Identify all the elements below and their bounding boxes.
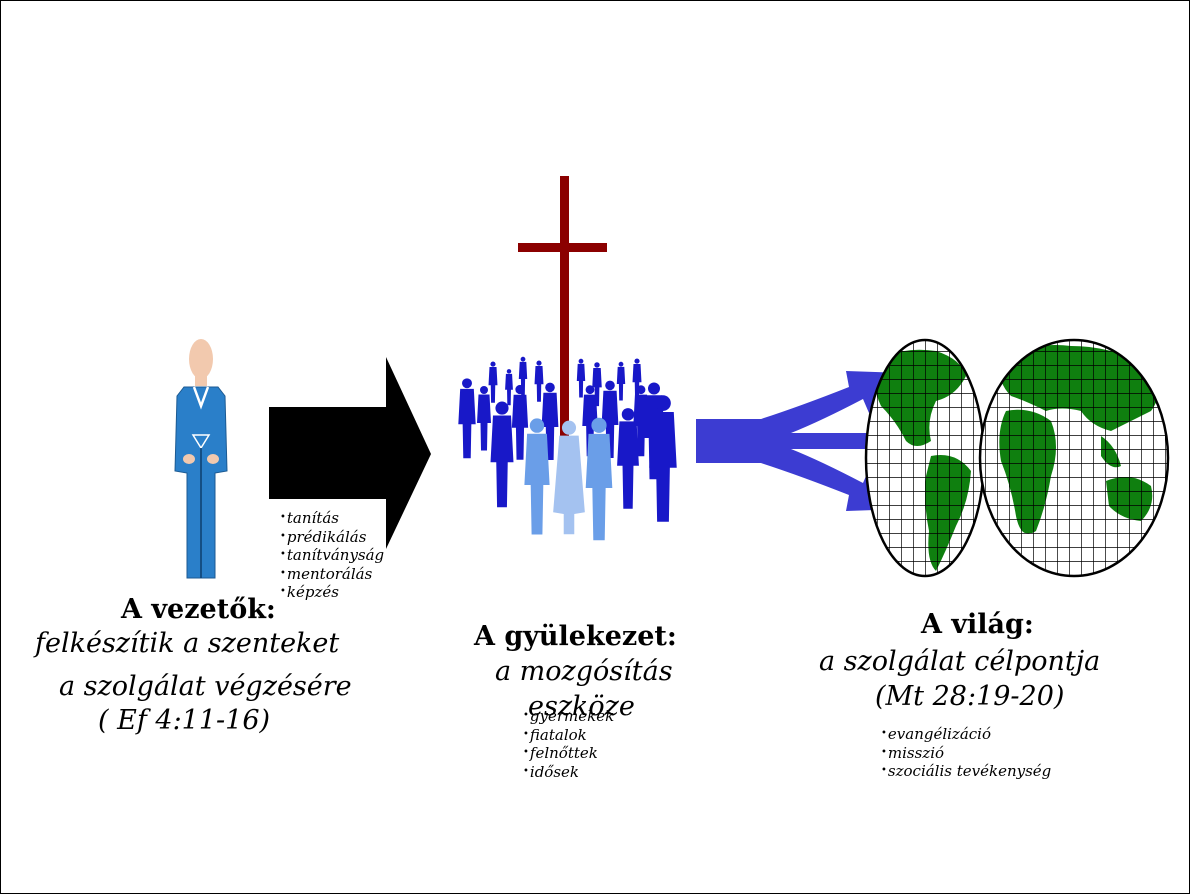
world-line-2: (Mt 28:19-20) bbox=[875, 681, 1065, 712]
world-line-1: a szolgálat célpontja bbox=[819, 646, 1101, 677]
cross-icon bbox=[518, 176, 607, 446]
leader-figure-icon bbox=[174, 339, 228, 579]
list-item: •evangélizáció bbox=[881, 725, 992, 743]
leaders-title: A vezetők: bbox=[121, 594, 276, 625]
list-item: •mentorálás bbox=[280, 564, 373, 583]
church-bullet-list: •gyermekek •fiatalok •felnőttek •idősek bbox=[523, 707, 614, 781]
world-bullet-list: •evangélizáció •misszió •szociális tevék… bbox=[881, 725, 1051, 781]
list-item: •gyermekek bbox=[523, 707, 615, 725]
church-title: A gyülekezet: bbox=[474, 621, 677, 652]
list-item: •felnőttek bbox=[523, 744, 598, 763]
list-item: •tanítványság bbox=[280, 546, 385, 565]
blue-triple-arrow-icon bbox=[696, 371, 921, 511]
leaders-line-3: ( Ef 4:11-16) bbox=[98, 705, 271, 736]
leaders-line-2: a szolgálat végzésére bbox=[59, 671, 352, 702]
list-item: •prédikálás bbox=[280, 527, 367, 546]
leaders-line-1: felkészítik a szenteket bbox=[35, 628, 340, 659]
list-item: •szociális tevékenység bbox=[881, 762, 1052, 781]
list-item: •idősek bbox=[523, 762, 580, 781]
church-line-1: a mozgósítás bbox=[495, 656, 673, 687]
leaders-bullet-list: •tanítás •prédikálás •tanítványság •ment… bbox=[280, 509, 384, 602]
crowd-icon bbox=[458, 356, 677, 541]
black-arrow-icon bbox=[269, 357, 431, 549]
globe-map-icon bbox=[864, 338, 1170, 578]
list-item: •fiatalok bbox=[523, 725, 587, 744]
list-item: •tanítás bbox=[280, 509, 340, 527]
world-title: A világ: bbox=[921, 609, 1034, 640]
church-line-2: eszköze bbox=[528, 691, 635, 722]
list-item: •képzés bbox=[280, 583, 339, 602]
list-item: •misszió bbox=[881, 743, 945, 762]
